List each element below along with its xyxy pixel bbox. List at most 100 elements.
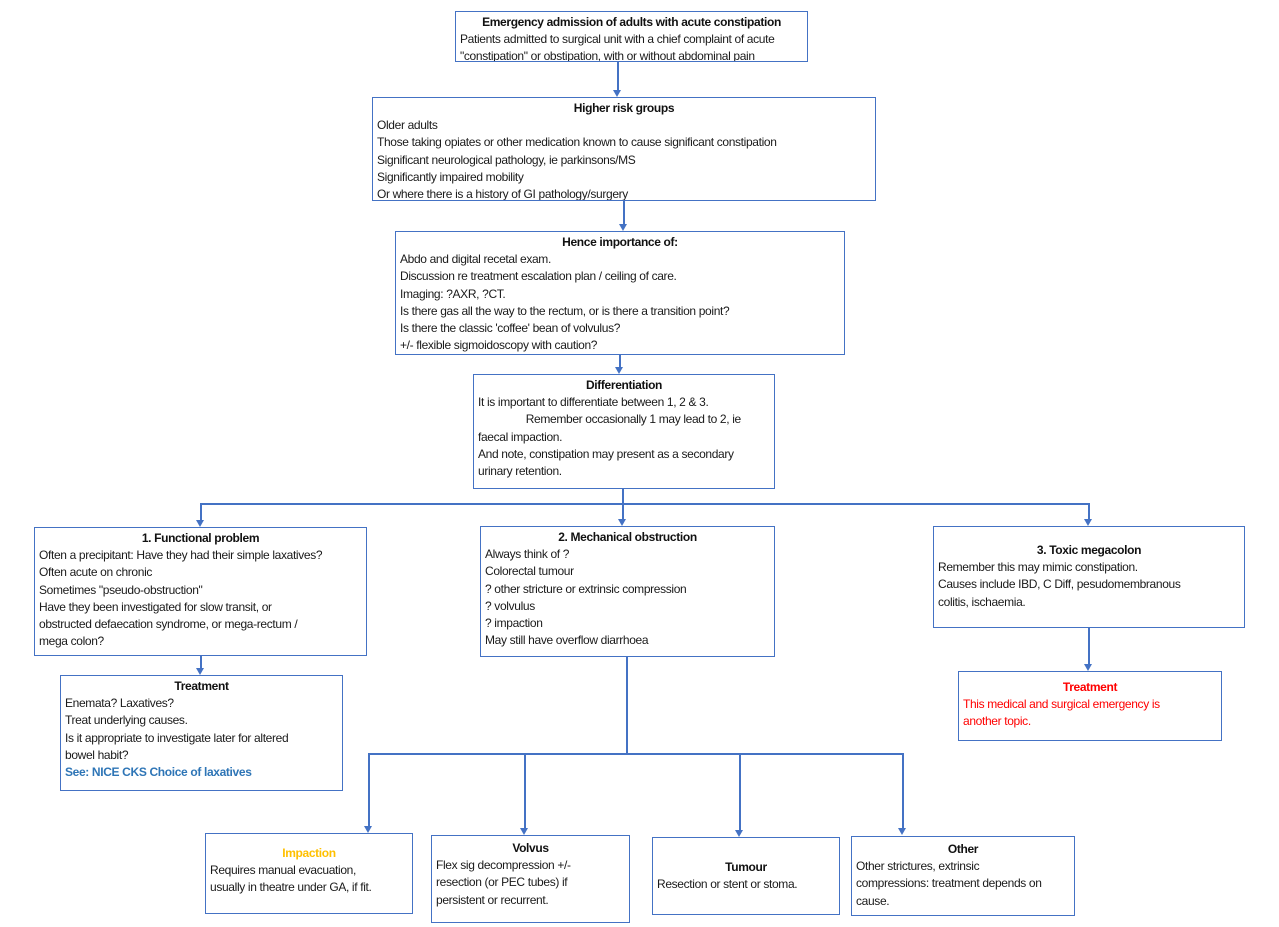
body-line: Is there gas all the way to the rectum, … xyxy=(400,303,730,318)
connector-branch-functional xyxy=(200,503,202,521)
arrowhead-icon xyxy=(619,224,627,231)
body-line: ? volvulus xyxy=(485,598,535,613)
connector-branch-other xyxy=(902,753,904,829)
arrowhead-icon xyxy=(898,828,906,835)
node-other: Other Other strictures, extrinsic compre… xyxy=(851,836,1075,916)
body-line: faecal impaction. xyxy=(478,429,563,444)
body-line: Causes include IBD, C Diff, pesudomembra… xyxy=(938,577,1181,592)
body-line: Older adults xyxy=(377,118,438,133)
node-impaction: Impaction Requires manual evacuation, us… xyxy=(205,833,413,914)
body-line: Flex sig decompression +/- xyxy=(436,858,571,873)
node-title: 1. Functional problem xyxy=(141,531,260,545)
body-line: Imaging: ?AXR, ?CT. xyxy=(400,286,506,301)
node-hence-importance: Hence importance of: Abdo and digital re… xyxy=(395,231,845,355)
node-emergency-admission: Emergency admission of adults with acute… xyxy=(455,11,808,62)
body-line: Significantly impaired mobility xyxy=(377,169,524,184)
arrowhead-icon xyxy=(615,367,623,374)
arrowhead-icon xyxy=(196,668,204,675)
body-line: Colorectal tumour xyxy=(485,564,574,579)
body-line: This medical and surgical emergency is xyxy=(963,697,1160,712)
node-higher-risk-groups: Higher risk groups Older adults Those ta… xyxy=(372,97,876,201)
body-line: Discussion re treatment escalation plan … xyxy=(400,269,677,284)
body-line: Always think of ? xyxy=(485,547,570,562)
arrowhead-icon xyxy=(364,826,372,833)
connector-branch-volvus xyxy=(524,753,526,829)
arrowhead-icon xyxy=(520,828,528,835)
body-line: obstructed defaecation syndrome, or mega… xyxy=(39,617,298,632)
body-line: Often a precipitant: Have they had their… xyxy=(39,548,323,563)
node-toxic-megacolon: 3. Toxic megacolon Remember this may mim… xyxy=(933,526,1245,628)
connector-branch-toxic xyxy=(1088,503,1090,520)
body-line: cause. xyxy=(856,893,890,908)
connector-emergency-risk xyxy=(617,61,619,91)
body-line: Remember occasionally 1 may lead to 2, i… xyxy=(478,412,741,427)
node-title: 3. Toxic megacolon xyxy=(1036,543,1142,557)
connector-branch-mechanical xyxy=(622,503,624,520)
arrowhead-icon xyxy=(1084,519,1092,526)
connector-importance-differentiation xyxy=(619,355,621,368)
body-line: another topic. xyxy=(963,714,1031,729)
connector-branch-tumour xyxy=(739,753,741,831)
node-title: 2. Mechanical obstruction xyxy=(558,530,697,544)
body-line: Requires manual evacuation, xyxy=(210,863,356,878)
body-line: May still have overflow diarrhoea xyxy=(485,633,649,648)
body-line: Have they been investigated for slow tra… xyxy=(39,599,272,614)
connector-branch-impaction xyxy=(368,753,370,827)
body-line: And note, constipation may present as a … xyxy=(478,446,734,461)
body-line: persistent or recurrent. xyxy=(436,892,549,907)
body-line: Abdo and digital recetal exam. xyxy=(400,252,551,267)
body-line: Sometimes "pseudo-obstruction" xyxy=(39,582,203,597)
body-line: resection (or PEC tubes) if xyxy=(436,875,568,890)
arrowhead-icon xyxy=(618,519,626,526)
body-line: +/- flexible sigmoidoscopy with caution? xyxy=(400,338,598,353)
body-line: Patients admitted to surgical unit with … xyxy=(460,32,775,47)
body-line: Enemata? Laxatives? xyxy=(65,696,174,711)
node-mechanical-obstruction: 2. Mechanical obstruction Always think o… xyxy=(480,526,775,657)
body-line: Those taking opiates or other medication… xyxy=(377,135,777,150)
body-line: ? other stricture or extrinsic compressi… xyxy=(485,581,687,596)
node-title: Differentiation xyxy=(585,378,663,392)
node-title: Higher risk groups xyxy=(573,101,675,115)
connector-functional-treatment xyxy=(200,656,202,669)
node-differentiation: Differentiation It is important to diffe… xyxy=(473,374,775,489)
node-title: Treatment xyxy=(174,679,229,693)
body-line: Resection or stent or stoma. xyxy=(657,877,798,892)
branch-line-top xyxy=(201,503,1089,505)
body-line: urinary retention. xyxy=(478,464,562,479)
branch-line-bottom xyxy=(369,753,903,755)
body-line: Remember this may mimic constipation. xyxy=(938,560,1138,575)
body-line: Is there the classic 'coffee' bean of vo… xyxy=(400,321,621,336)
node-volvus: Volvus Flex sig decompression +/- resect… xyxy=(431,835,630,923)
arrowhead-icon xyxy=(613,90,621,97)
body-line: usually in theatre under GA, if fit. xyxy=(210,880,372,895)
node-title: Impaction xyxy=(282,846,336,860)
node-tumour: Tumour Resection or stent or stoma. xyxy=(652,837,840,915)
connector-differentiation-branch xyxy=(622,489,624,503)
body-line: Is it appropriate to investigate later f… xyxy=(65,730,289,745)
body-line: compressions: treatment depends on xyxy=(856,876,1042,891)
connector-toxic-treatment xyxy=(1088,628,1090,665)
arrowhead-icon xyxy=(196,520,204,527)
nice-cks-link[interactable]: See: NICE CKS Choice of laxatives xyxy=(65,765,252,780)
body-line: "constipation" or obstipation, with or w… xyxy=(460,49,755,62)
node-title: Treatment xyxy=(1062,680,1118,694)
node-functional-problem: 1. Functional problem Often a precipitan… xyxy=(34,527,367,656)
node-title: Other xyxy=(947,842,979,856)
node-title: Volvus xyxy=(512,841,549,855)
body-line: Other strictures, extrinsic xyxy=(856,859,980,874)
body-line: Often acute on chronic xyxy=(39,565,153,580)
connector-risk-importance xyxy=(623,201,625,225)
body-line: Or where there is a history of GI pathol… xyxy=(377,187,628,201)
arrowhead-icon xyxy=(735,830,743,837)
body-line: It is important to differentiate between… xyxy=(478,395,709,410)
body-line: colitis, ischaemia. xyxy=(938,594,1026,609)
arrowhead-icon xyxy=(1084,664,1092,671)
connector-mechanical-branch xyxy=(626,657,628,753)
body-line: Treat underlying causes. xyxy=(65,713,188,728)
node-treatment-toxic: Treatment This medical and surgical emer… xyxy=(958,671,1222,741)
node-title: Tumour xyxy=(725,860,767,874)
body-line: ? impaction xyxy=(485,616,543,631)
node-title: Hence importance of: xyxy=(562,235,678,249)
body-line: mega colon? xyxy=(39,634,104,649)
